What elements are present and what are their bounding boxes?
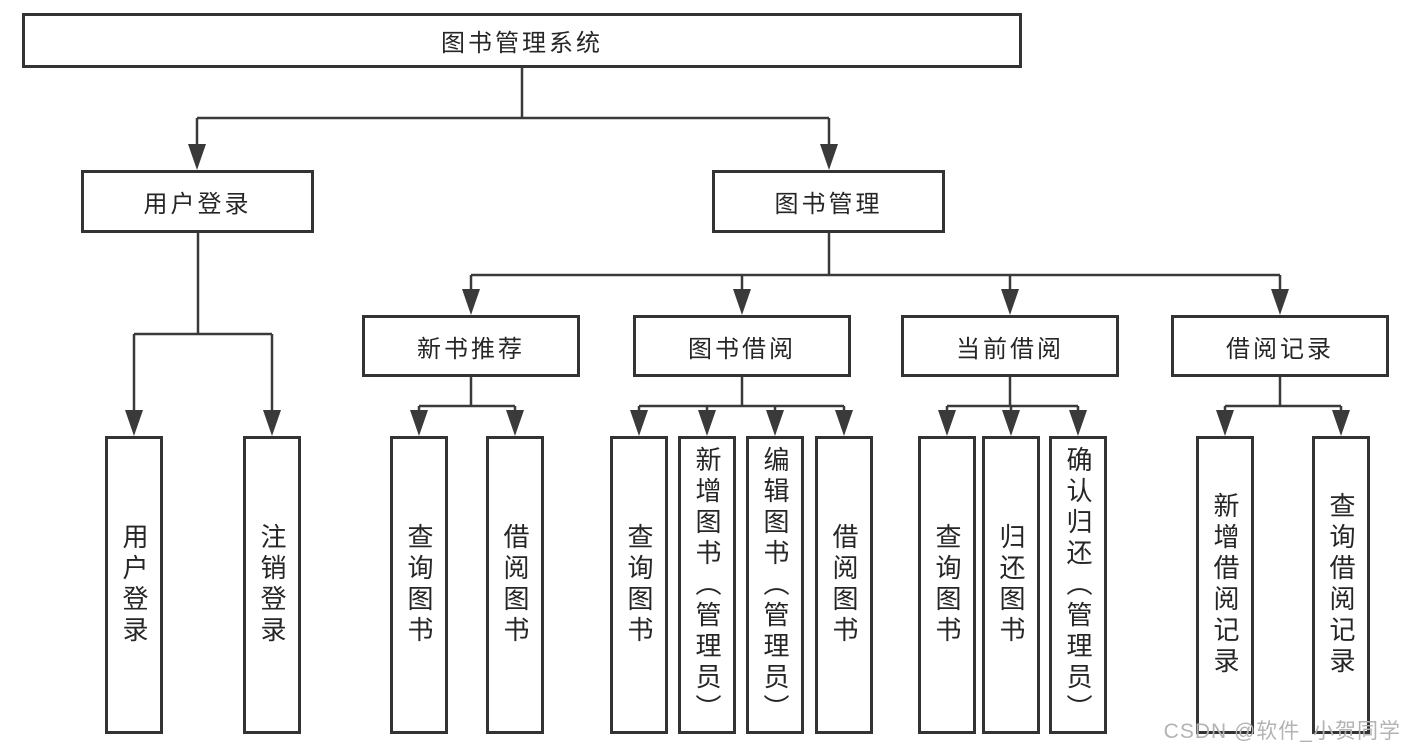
leaf-borrow-books-label: 借阅图书 — [829, 523, 859, 647]
leaf-query-borrow-record-label: 查询借阅记录 — [1326, 492, 1356, 678]
node-book-borrow: 图书借阅 — [633, 315, 851, 377]
leaf-user-login: 用户登录 — [105, 436, 163, 734]
node-root-label: 图书管理系统 — [441, 30, 603, 57]
node-new-book-recommend: 新书推荐 — [362, 315, 580, 377]
leaf-confirm-return-admin: 确认归还（管理员） — [1049, 436, 1107, 734]
node-borrow-records-label: 借阅记录 — [1226, 335, 1334, 363]
node-user-login: 用户登录 — [81, 170, 314, 233]
leaf-add-borrow-record: 新增借阅记录 — [1196, 436, 1254, 734]
watermark: CSDN @软件_小贺同学 — [1163, 720, 1401, 743]
leaf-borrow-books-recommend: 借阅图书 — [486, 436, 544, 734]
connector-segments — [132, 68, 1343, 414]
leaf-confirm-return-admin-label: 确认归还（管理员） — [1063, 445, 1093, 725]
leaf-borrow-books: 借阅图书 — [815, 436, 873, 734]
node-current-borrow-label: 当前借阅 — [956, 335, 1064, 363]
node-new-book-recommend-label: 新书推荐 — [417, 335, 525, 363]
leaf-edit-book-admin-label: 编辑图书（管理员） — [760, 445, 790, 725]
leaf-query-borrow-record: 查询借阅记录 — [1312, 436, 1370, 734]
leaf-return-book: 归还图书 — [982, 436, 1040, 734]
node-book-borrow-label: 图书借阅 — [688, 335, 796, 363]
node-current-borrow: 当前借阅 — [901, 315, 1119, 377]
leaf-query-books-recommend: 查询图书 — [390, 436, 448, 734]
node-user-login-label: 用户登录 — [143, 191, 252, 218]
arrowheads — [125, 144, 1350, 436]
node-book-management-label: 图书管理 — [774, 191, 883, 218]
leaf-query-books-borrow: 查询图书 — [610, 436, 668, 734]
leaf-add-book-admin: 新增图书（管理员） — [678, 436, 736, 734]
leaf-add-borrow-record-label: 新增借阅记录 — [1210, 492, 1240, 678]
leaf-return-book-label: 归还图书 — [996, 523, 1026, 647]
leaf-query-books-borrow-label: 查询图书 — [624, 523, 654, 647]
leaf-user-login-label: 用户登录 — [119, 523, 149, 647]
leaf-query-books-recommend-label: 查询图书 — [404, 523, 434, 647]
node-borrow-records: 借阅记录 — [1171, 315, 1389, 377]
leaf-add-book-admin-label: 新增图书（管理员） — [692, 445, 722, 725]
leaf-borrow-books-recommend-label: 借阅图书 — [500, 523, 530, 647]
leaf-edit-book-admin: 编辑图书（管理员） — [746, 436, 804, 734]
leaf-query-books-current: 查询图书 — [918, 436, 976, 734]
node-book-management: 图书管理 — [712, 170, 945, 233]
leaf-logout-label: 注销登录 — [257, 523, 287, 647]
leaf-query-books-current-label: 查询图书 — [932, 523, 962, 647]
leaf-logout: 注销登录 — [243, 436, 301, 734]
node-root: 图书管理系统 — [22, 13, 1022, 68]
